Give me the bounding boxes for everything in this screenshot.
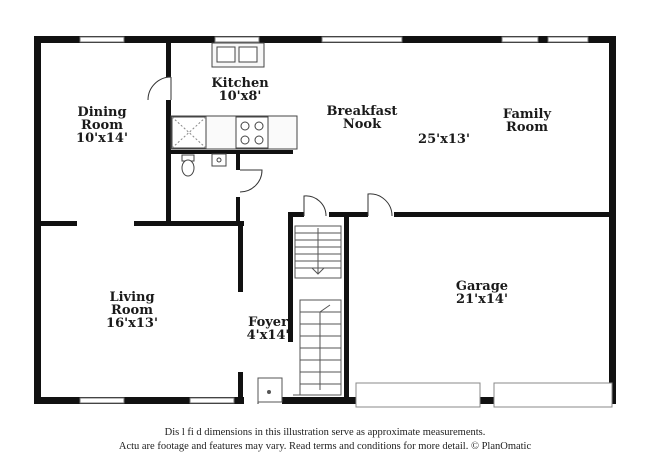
entry-door-knob	[267, 390, 271, 394]
wall-dining-kitchen-lower	[166, 100, 171, 222]
stair-lower-run	[299, 299, 342, 396]
door-kitchen	[147, 76, 172, 101]
interior-walls	[41, 43, 616, 404]
stove	[235, 116, 269, 149]
bath-fixtures	[181, 153, 227, 177]
wall-living-foyer-upper	[238, 226, 243, 292]
kitchen-fixtures	[170, 42, 298, 150]
garage-dims: 21'x14'	[456, 292, 508, 307]
sink-basin-right	[238, 46, 258, 63]
wall-dining-bottom-right	[134, 221, 244, 226]
vanity-drain	[216, 157, 222, 163]
garage-label: Garage	[456, 279, 508, 294]
toilet-bowl	[181, 159, 195, 177]
dining-dims: 10'x14'	[76, 131, 128, 146]
living-label-line2: Room	[111, 303, 153, 318]
door-garage	[367, 193, 393, 217]
wall-bath-right	[236, 150, 240, 170]
foyer-label: Foyer	[248, 315, 288, 330]
window-living-2	[189, 397, 235, 404]
window-living-1	[79, 397, 125, 404]
door-bath	[239, 169, 263, 193]
wall-dining-kitchen-upper	[166, 43, 171, 77]
room-labels: Kitchen 10'x8' Dining Room 10'x14' Break…	[76, 76, 551, 343]
window-family-1	[501, 36, 539, 43]
burner-4	[254, 135, 264, 145]
garage-door-2	[493, 382, 613, 408]
wall-garage-top	[394, 212, 616, 217]
sink-basin-left	[216, 46, 236, 63]
wall-bath-right-lower	[236, 197, 240, 225]
family-dims: 25'x13'	[418, 132, 470, 147]
dishwasher	[171, 116, 207, 149]
disclaimer-line-2: Actu are footage and features may vary. …	[118, 441, 532, 452]
entry-door-leaf	[257, 377, 283, 403]
stair-arrow-upper	[311, 228, 325, 275]
wall-living-foyer-lower	[238, 372, 243, 404]
kitchen-dims: 10'x8'	[219, 89, 262, 104]
right-wall	[609, 36, 616, 404]
breakfast-label-line1: Breakfast	[327, 104, 398, 119]
family-label-line1: Family	[503, 107, 552, 122]
living-label-line1: Living	[109, 290, 154, 305]
doors	[147, 76, 393, 404]
garage-door-1	[355, 382, 481, 408]
family-label-line2: Room	[506, 120, 548, 135]
door-stair	[303, 195, 327, 217]
window-dining	[79, 36, 125, 43]
foyer-dims: 4'x14'	[247, 328, 290, 343]
windows	[79, 36, 613, 408]
exterior-walls	[34, 36, 616, 404]
stairs	[293, 225, 342, 396]
wall-garage-left	[344, 212, 349, 404]
window-nook	[321, 36, 403, 43]
dining-label-line2: Room	[81, 118, 123, 133]
dining-label-line1: Dining	[77, 105, 126, 120]
wall-stair-left	[288, 212, 293, 342]
left-wall	[34, 36, 41, 404]
bottom-wall-left	[34, 397, 244, 404]
wall-bath-top	[171, 150, 293, 154]
kitchen-label: Kitchen	[211, 76, 269, 91]
wall-dining-bottom-left	[41, 221, 77, 226]
disclaimer-line-1: Dis l fi d dimensions in this illustrati…	[164, 427, 486, 438]
window-family-2	[547, 36, 589, 43]
burner-1	[240, 121, 250, 131]
stair-upper-run	[294, 225, 342, 279]
living-dims: 16'x13'	[106, 316, 158, 331]
breakfast-label-line2: Nook	[343, 117, 382, 132]
wall-stair-top-left	[288, 212, 304, 217]
stair-arrow-lower	[319, 304, 331, 390]
window-kitchen	[214, 36, 260, 43]
burner-2	[254, 121, 264, 131]
burner-3	[240, 135, 250, 145]
